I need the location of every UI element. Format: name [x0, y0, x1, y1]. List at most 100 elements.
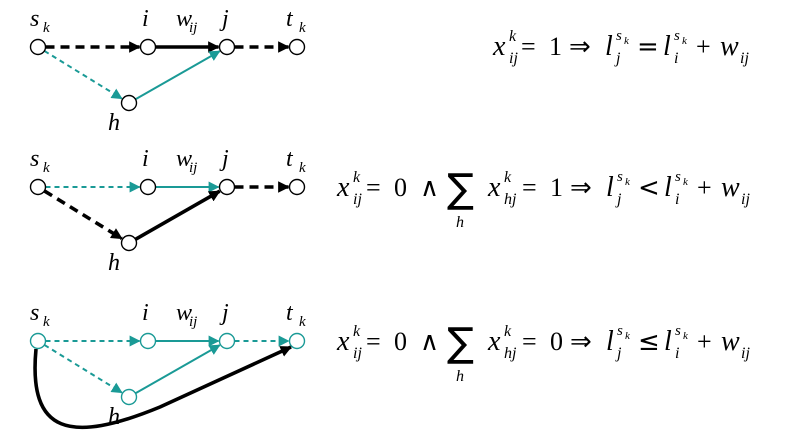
- value: 1: [550, 173, 563, 202]
- x-ij: x: [336, 326, 350, 357]
- plus-sign: +: [697, 327, 712, 356]
- edge-weight-label: w: [176, 146, 192, 172]
- implies-sign: ⇒: [570, 173, 592, 203]
- x-ij-sup: k: [353, 323, 361, 340]
- sum-index: h: [456, 368, 464, 385]
- x-ij-sub: ij: [353, 191, 362, 208]
- edge-weight-label: w: [176, 300, 192, 326]
- x-hj: x: [487, 172, 501, 203]
- plus-sign: +: [697, 173, 712, 202]
- w-ij: w: [720, 31, 739, 62]
- node-t: [288, 178, 306, 196]
- relation-sign: ≤: [638, 327, 660, 357]
- node-j: [218, 178, 236, 196]
- equals-sign: =: [521, 32, 536, 61]
- x-ij-sub: ij: [353, 345, 362, 362]
- sum-sign: ∑: [447, 166, 474, 212]
- lhs-value: 0: [394, 173, 407, 202]
- node-t: [288, 332, 306, 350]
- l-j-sub: j: [615, 345, 622, 362]
- l-i-sub: i: [675, 345, 679, 362]
- l-i-sub: i: [675, 191, 679, 208]
- l-j-sup-sub: k: [624, 35, 630, 47]
- l-i: l: [664, 326, 672, 357]
- l-j-sup: s: [616, 28, 622, 44]
- l-j: l: [605, 31, 613, 62]
- l-j-sub: j: [615, 191, 622, 208]
- x-ij: x: [492, 31, 506, 62]
- edge-weight-label-sub: ij: [189, 20, 197, 36]
- w-ij: w: [721, 172, 740, 203]
- node-t-label: t: [286, 146, 294, 172]
- node-t-label-sub: k: [299, 160, 306, 176]
- node-h: [120, 234, 138, 252]
- edge-s-h: [43, 189, 123, 241]
- node-h-label: h: [108, 250, 120, 276]
- node-j-label: j: [219, 146, 229, 172]
- equals-sign: =: [522, 327, 537, 356]
- node-t-label: t: [286, 300, 294, 326]
- node-j: [218, 332, 236, 350]
- node-s-label: s: [30, 146, 39, 172]
- node-t-label: t: [286, 6, 294, 32]
- x-ij-sup: k: [509, 28, 517, 45]
- implies-sign: ⇒: [569, 32, 591, 62]
- x-hj-sub: hj: [504, 191, 517, 208]
- node-i: [139, 38, 157, 56]
- node-i: [139, 332, 157, 350]
- w-ij-sub: ij: [740, 50, 749, 67]
- equals-sign: =: [522, 173, 537, 202]
- and-sign: ∧: [420, 173, 439, 203]
- node-j: [218, 38, 236, 56]
- x-hj-sub: hj: [504, 345, 517, 362]
- w-ij: w: [721, 326, 740, 357]
- node-h: [120, 94, 138, 112]
- sum-sign: ∑: [447, 320, 474, 366]
- equals-sign: =: [366, 327, 381, 356]
- node-s: [29, 178, 47, 196]
- equals-sign: =: [366, 173, 381, 202]
- node-i-label: i: [142, 300, 149, 326]
- node-h: [120, 388, 138, 406]
- w-ij-sub: ij: [741, 345, 750, 362]
- edge-h-j: [135, 344, 221, 395]
- node-i-label: i: [142, 6, 149, 32]
- node-s: [29, 38, 47, 56]
- l-j: l: [606, 326, 614, 357]
- x-ij-sup: k: [353, 169, 361, 186]
- l-i-sup: s: [674, 28, 680, 44]
- l-j-sup-sub: k: [625, 176, 631, 188]
- node-i: [139, 178, 157, 196]
- node-t: [288, 38, 306, 56]
- node-h-label: h: [108, 110, 120, 136]
- node-s-label: s: [30, 300, 39, 326]
- edge-h-j: [134, 189, 221, 241]
- node-j-label: j: [219, 300, 229, 326]
- plus-sign: +: [696, 32, 711, 61]
- x-hj-sup: k: [504, 323, 512, 340]
- x-hj: x: [487, 326, 501, 357]
- edge-weight-label-sub: ij: [189, 314, 197, 330]
- x-ij-sub: ij: [509, 50, 518, 67]
- x-hj-sup: k: [504, 169, 512, 186]
- and-sign: ∧: [420, 327, 439, 357]
- edge-h-j: [135, 50, 221, 101]
- node-s-label-sub: k: [43, 20, 50, 36]
- node-s-label-sub: k: [43, 314, 50, 330]
- value: 0: [550, 327, 563, 356]
- l-j-sup: s: [617, 323, 623, 339]
- l-i-sup: s: [675, 323, 681, 339]
- edge-weight-label-sub: ij: [189, 160, 197, 176]
- l-j: l: [606, 172, 614, 203]
- l-i-sup-sub: k: [683, 176, 689, 188]
- l-i-sup: s: [675, 169, 681, 185]
- l-i-sup-sub: k: [682, 35, 688, 47]
- l-i: l: [663, 31, 671, 62]
- value: 1: [549, 32, 562, 61]
- edge-s-t-curve: [33, 345, 293, 430]
